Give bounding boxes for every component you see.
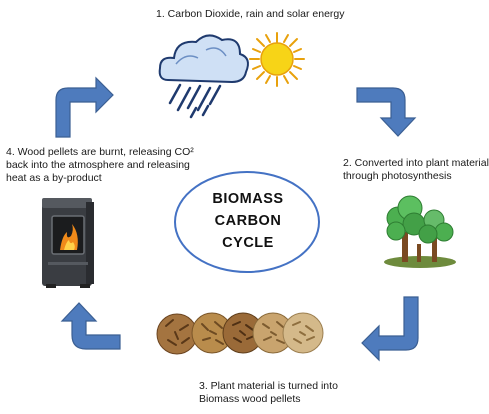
step-4-label: 4. Wood pellets are burnt, releasing CO²…: [6, 146, 194, 185]
diagram-artwork: [42, 32, 456, 362]
sun-icon: [249, 32, 305, 87]
center-ellipse: [174, 171, 320, 273]
center-title: BIOMASS CARBON CYCLE: [190, 188, 306, 254]
step-1-line-1: 1. Carbon Dioxide, rain and solar energy: [156, 8, 345, 20]
step-4-line-1: 4. Wood pellets are burnt, releasing CO²: [6, 146, 194, 158]
step-2-line-2: through photosynthesis: [343, 170, 452, 182]
arrow-step1-to-step2: [356, 87, 417, 137]
pellet-pile: [222, 312, 264, 354]
arrow-step4-to-step1: [55, 76, 114, 138]
biomass-carbon-cycle-diagram: 1. Carbon Dioxide, rain and solar energy…: [6, 8, 489, 406]
pellet-stove-icon: [42, 198, 94, 288]
step-2-label: 2. Converted into plant material through…: [343, 157, 489, 183]
step-2-line-1: 2. Converted into plant material: [343, 157, 489, 169]
pellet-pile: [252, 312, 294, 354]
step-4-line-3: heat as a by-product: [6, 172, 102, 184]
step-3-line-2: Biomass wood pellets: [199, 393, 301, 405]
center-title-line-2: CARBON: [214, 213, 282, 229]
step-4-line-2: back into the atmosphere and releasing: [6, 159, 190, 171]
step-1-label: 1. Carbon Dioxide, rain and solar energy: [156, 8, 345, 21]
pellet-pile: [191, 312, 233, 354]
arrow-step2-to-step3: [361, 296, 419, 362]
center-title-line-3: CYCLE: [222, 235, 274, 251]
wood-pellets-icon: [156, 312, 324, 355]
pellet-pile: [156, 313, 198, 355]
trees-icon: [384, 195, 456, 268]
arrow-step3-to-step4: [60, 302, 121, 350]
step-3-label: 3. Plant material is turned into Biomass…: [199, 380, 338, 406]
step-3-line-1: 3. Plant material is turned into: [199, 380, 338, 392]
cloud-rain-icon: [158, 34, 249, 119]
pellet-pile: [282, 312, 324, 354]
center-title-line-1: BIOMASS: [212, 191, 284, 207]
